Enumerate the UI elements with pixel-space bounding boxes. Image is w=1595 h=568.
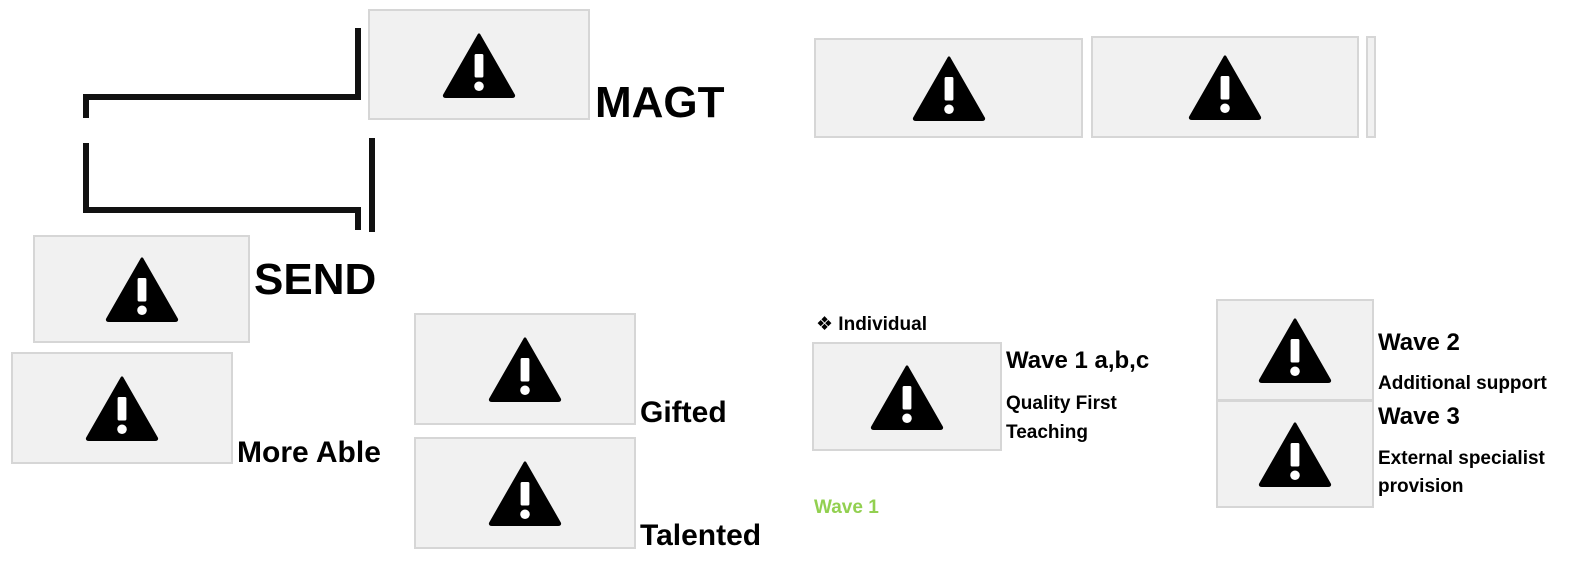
wave1-image	[812, 342, 1002, 451]
quality-first-label-line1: Quality First	[1006, 393, 1117, 414]
warning-icon	[912, 55, 986, 121]
warning-icon	[1258, 421, 1332, 487]
more-able-label: More Able	[237, 436, 381, 469]
magt-label: MAGT	[595, 78, 725, 127]
individual-label: ❖ Individual	[816, 314, 927, 335]
wave2-image	[1216, 299, 1374, 401]
external-specialist-label-line2: provision	[1378, 476, 1464, 497]
top-image-2	[1091, 36, 1359, 138]
wave1-caption: Wave 1	[814, 497, 879, 518]
magt-image	[368, 9, 590, 120]
warning-icon	[85, 375, 159, 441]
send-label: SEND	[254, 255, 377, 304]
send-image	[33, 235, 250, 343]
warning-icon	[105, 256, 179, 322]
gifted-image	[414, 313, 636, 425]
additional-support-label: Additional support	[1378, 373, 1547, 394]
external-specialist-label-line1: External specialist	[1378, 448, 1545, 469]
wave2-label: Wave 2	[1378, 329, 1460, 356]
quality-first-label-line2: Teaching	[1006, 422, 1088, 443]
warning-icon	[488, 460, 562, 526]
talented-image	[414, 437, 636, 549]
warning-icon	[870, 364, 944, 430]
wave1abc-label: Wave 1 a,b,c	[1006, 347, 1150, 374]
warning-icon	[442, 32, 516, 98]
gifted-label: Gifted	[640, 396, 727, 429]
warning-icon	[1258, 317, 1332, 383]
wave3-image	[1216, 400, 1374, 508]
top-image-3-partial	[1366, 36, 1376, 138]
more-able-image	[11, 352, 233, 464]
warning-icon	[1188, 54, 1262, 120]
connector-lines	[83, 28, 375, 232]
warning-icon	[488, 336, 562, 402]
wave3-label: Wave 3	[1378, 403, 1460, 430]
top-image-1	[814, 38, 1083, 138]
talented-label: Talented	[640, 519, 762, 552]
